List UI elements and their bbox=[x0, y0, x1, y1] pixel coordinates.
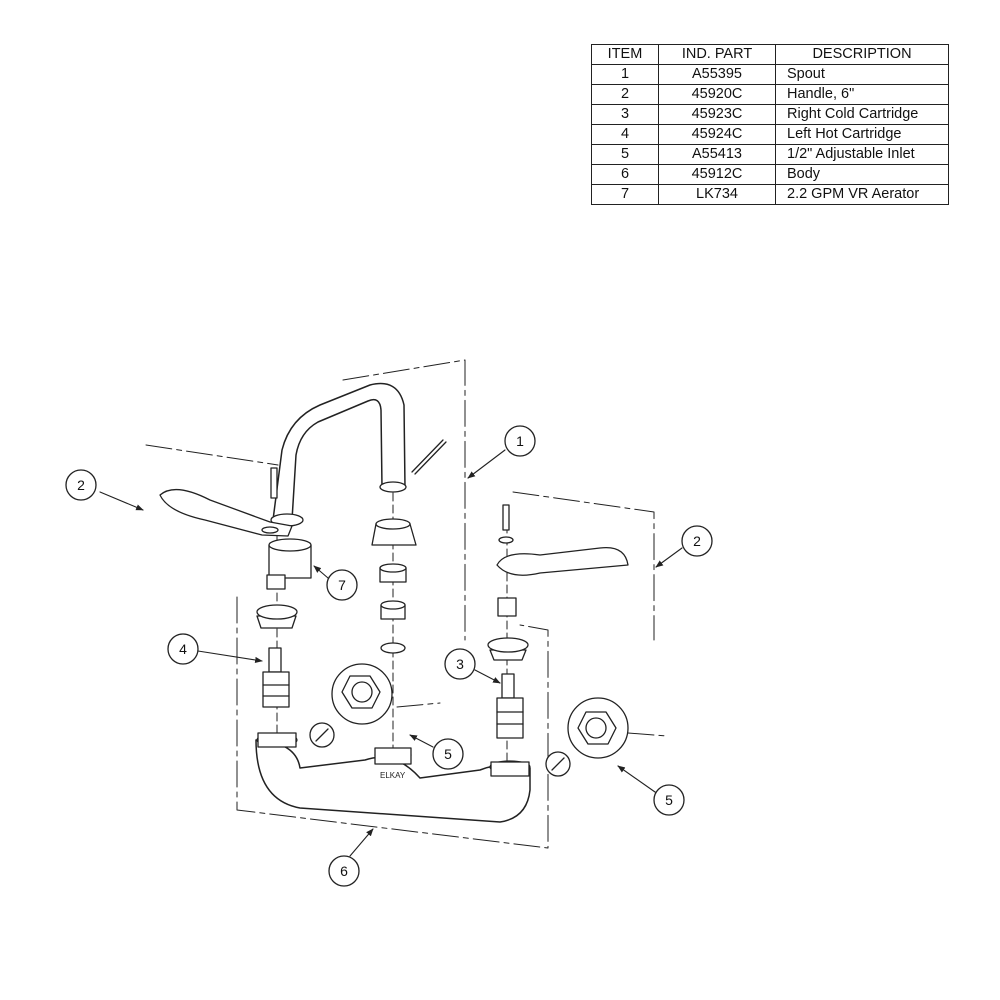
callout-6: 6 bbox=[328, 855, 360, 887]
left-inlet-group-box bbox=[396, 702, 441, 708]
right-inlet-group-box bbox=[627, 732, 669, 737]
svg-text:7: 7 bbox=[338, 577, 346, 593]
callout-3: 3 bbox=[444, 648, 476, 680]
right-inlet bbox=[545, 697, 629, 777]
callout-4: 4 bbox=[167, 633, 199, 665]
svg-text:1: 1 bbox=[516, 433, 524, 449]
faucet-body: ELKAY bbox=[255, 732, 531, 823]
svg-text:6: 6 bbox=[340, 863, 348, 879]
left-handle bbox=[159, 467, 312, 629]
part-description: 2.2 GPM VR Aerator bbox=[775, 184, 949, 205]
callout-1: 1 bbox=[504, 425, 536, 457]
callout-2-left: 2 bbox=[65, 469, 97, 501]
right-cartridge bbox=[496, 673, 524, 739]
parts-table: ITEM IND. PART DESCRIPTION 1 A55395 Spou… bbox=[591, 44, 949, 205]
callout-5-left: 5 bbox=[432, 738, 464, 770]
part-number: 45912C bbox=[658, 164, 776, 185]
part-description: Handle, 6" bbox=[775, 84, 949, 105]
body-group-box bbox=[236, 596, 549, 849]
table-row: 5 A55413 1/2" Adjustable Inlet bbox=[591, 144, 949, 165]
left-inlet bbox=[309, 663, 393, 748]
right-handle bbox=[487, 504, 629, 661]
spout-nut-stack bbox=[371, 518, 417, 654]
part-number: LK734 bbox=[658, 184, 776, 205]
callout-5-right: 5 bbox=[653, 784, 685, 816]
table-row: 6 45912C Body bbox=[591, 164, 949, 185]
svg-text:2: 2 bbox=[693, 533, 701, 549]
table-row: 3 45923C Right Cold Cartridge bbox=[591, 104, 949, 125]
callout-leaders bbox=[99, 449, 683, 857]
svg-text:5: 5 bbox=[444, 746, 452, 762]
group-boxes bbox=[145, 359, 669, 849]
part-number: 45923C bbox=[658, 104, 776, 125]
body-imprint: ELKAY bbox=[380, 771, 406, 780]
table-row: 7 LK734 2.2 GPM VR Aerator bbox=[591, 184, 949, 205]
callout-2-right: 2 bbox=[681, 525, 713, 557]
spout-group-box bbox=[342, 359, 466, 641]
right-handle-group-box bbox=[512, 491, 655, 641]
svg-text:4: 4 bbox=[179, 641, 187, 657]
left-handle-group-box bbox=[145, 444, 279, 466]
left-cartridge bbox=[262, 647, 290, 708]
callout-7: 7 bbox=[326, 569, 358, 601]
svg-text:5: 5 bbox=[665, 792, 673, 808]
part-description: Left Hot Cartridge bbox=[775, 124, 949, 145]
spout bbox=[270, 382, 447, 527]
callouts: 1 2 2 3 4 5 5 6 bbox=[65, 425, 713, 887]
svg-text:2: 2 bbox=[77, 477, 85, 493]
part-description: 1/2" Adjustable Inlet bbox=[775, 144, 949, 165]
svg-text:3: 3 bbox=[456, 656, 464, 672]
table-row: 2 45920C Handle, 6" bbox=[591, 84, 949, 105]
